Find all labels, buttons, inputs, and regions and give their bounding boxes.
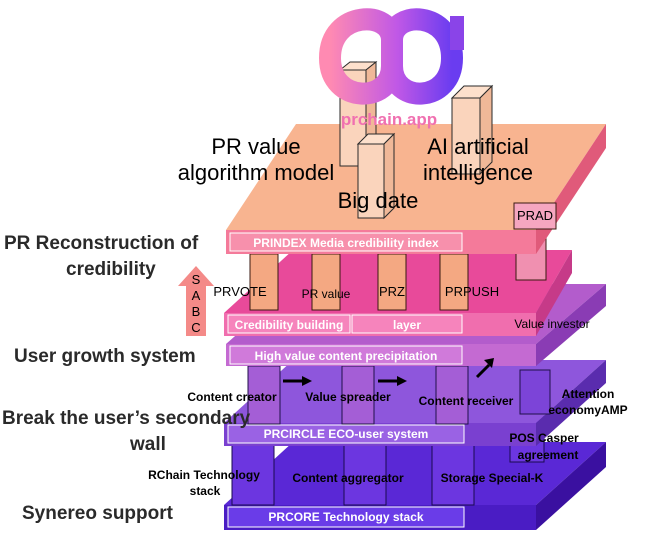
logo-bar-icon [450, 16, 464, 50]
logo-wordmark: prchain.app [341, 110, 437, 129]
pillar-label-pos-line2: agreement [518, 448, 579, 462]
pillar-label-rchain-line1: RChain Technology [148, 468, 260, 482]
rank-letter-c: C [191, 320, 200, 335]
pillar-label-pos-line1: POS Casper [509, 431, 579, 445]
side-label-reconstruction-line1: PR Reconstruction of [4, 233, 199, 254]
rank-letter-b: B [192, 304, 201, 319]
pillars-upper [249, 229, 547, 311]
pillar-label-content-aggregator: Content aggregator [292, 471, 404, 485]
layer-prcircle [224, 360, 606, 446]
pillar-label-attention-line2: economyAMP [548, 403, 627, 417]
label-ai-line1: AI artificial [427, 134, 528, 159]
pillar-label-rchain-line2: stack [190, 484, 221, 498]
side-label-break-line1: Break the user’s secondary [2, 408, 251, 429]
side-label-synereo: Synereo support [22, 503, 174, 524]
arrow-up-icon [178, 266, 214, 286]
rank-letter-s: S [192, 272, 201, 287]
pillar-label-storage: Storage Special-K [441, 471, 544, 485]
layer-label-prcore: PRCORE Technology stack [268, 510, 423, 524]
layer-label-credibility-b: layer [393, 318, 421, 332]
pillar-label-prvote: PRVOTE [213, 284, 267, 299]
side-label-break-line2: wall [129, 434, 166, 455]
flow-arrows [283, 358, 494, 386]
logo: prchain.app [318, 8, 464, 129]
pillars-middle [247, 365, 551, 425]
label-ai-line2: intelligence [423, 160, 533, 185]
side-label-reconstruction-line2: credibility [66, 259, 156, 280]
sabc-arrow-shaft [186, 284, 206, 336]
pillar-label-prpush: PRPUSH [445, 284, 499, 299]
label-pr-value-line2: algorithm model [178, 160, 335, 185]
pillar-label-prz: PRZ [379, 284, 405, 299]
sabc-arrow [178, 266, 214, 336]
layer-label-prcircle: PRCIRCLE ECO-user system [264, 427, 429, 441]
label-big-date: Big date [338, 188, 419, 213]
arrow-up-right-icon [484, 358, 494, 368]
pillar-label-value-spreader: Value spreader [305, 390, 391, 404]
pillar-label-prad: PRAD [517, 208, 553, 223]
pillar-label-pr-value: PR value [302, 287, 351, 301]
label-pr-value-line1: PR value [211, 134, 300, 159]
logo-infinity-icon [318, 8, 464, 105]
pillar-label-content-receiver: Content receiver [419, 394, 514, 408]
arrow-right-icon [302, 376, 312, 386]
rank-letter-a: A [192, 288, 201, 303]
text-labels: PR value algorithm model Big date AI art… [2, 134, 628, 524]
pillar-label-attention-line1: Attention [562, 387, 615, 401]
arrow-right-icon [397, 376, 407, 386]
layer-label-high-value: High value content precipitation [255, 349, 438, 363]
layer-label-prindex: PRINDEX Media credibility index [253, 236, 439, 250]
side-label-user-growth: User growth system [14, 346, 196, 367]
pillar-label-content-creator: Content creator [187, 390, 277, 404]
layer-label-credibility-a: Credibility building [235, 318, 344, 332]
layer-prindex [226, 124, 606, 254]
pillar-label-value-investor: Value investor [514, 317, 589, 331]
